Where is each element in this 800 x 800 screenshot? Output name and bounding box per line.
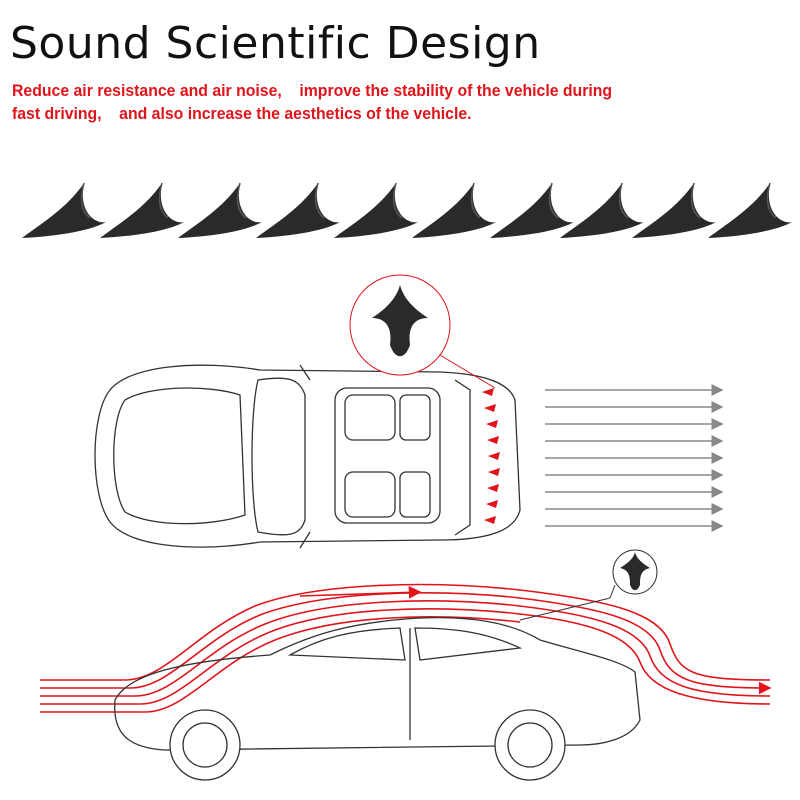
fin-icon xyxy=(620,552,650,591)
car-side-view xyxy=(114,617,641,781)
fin-icon xyxy=(177,182,263,239)
fin-icon xyxy=(255,182,341,239)
car-top-view xyxy=(94,364,521,549)
fin-icon xyxy=(333,182,419,239)
fin-row xyxy=(21,182,793,239)
airflow-lines-red xyxy=(40,583,772,713)
fin-icon xyxy=(631,182,717,239)
fin-callout-side xyxy=(519,549,658,621)
fin-icon xyxy=(707,182,793,239)
fin-icon xyxy=(411,182,497,239)
airflow-arrows xyxy=(545,384,724,532)
fin-markers-red xyxy=(482,388,500,524)
fin-icon xyxy=(21,182,107,239)
fin-icon xyxy=(99,182,185,239)
subtitle-line-1: Reduce air resistance and air noise, imp… xyxy=(12,81,613,100)
fin-icon xyxy=(489,182,575,239)
subtitle-line-2: fast driving, and also increase the aest… xyxy=(12,104,472,123)
fin-icon xyxy=(559,182,645,239)
page-title: Sound Scientific Design xyxy=(10,18,541,69)
fin-callout-top xyxy=(349,274,496,389)
fin-icon xyxy=(372,285,428,357)
